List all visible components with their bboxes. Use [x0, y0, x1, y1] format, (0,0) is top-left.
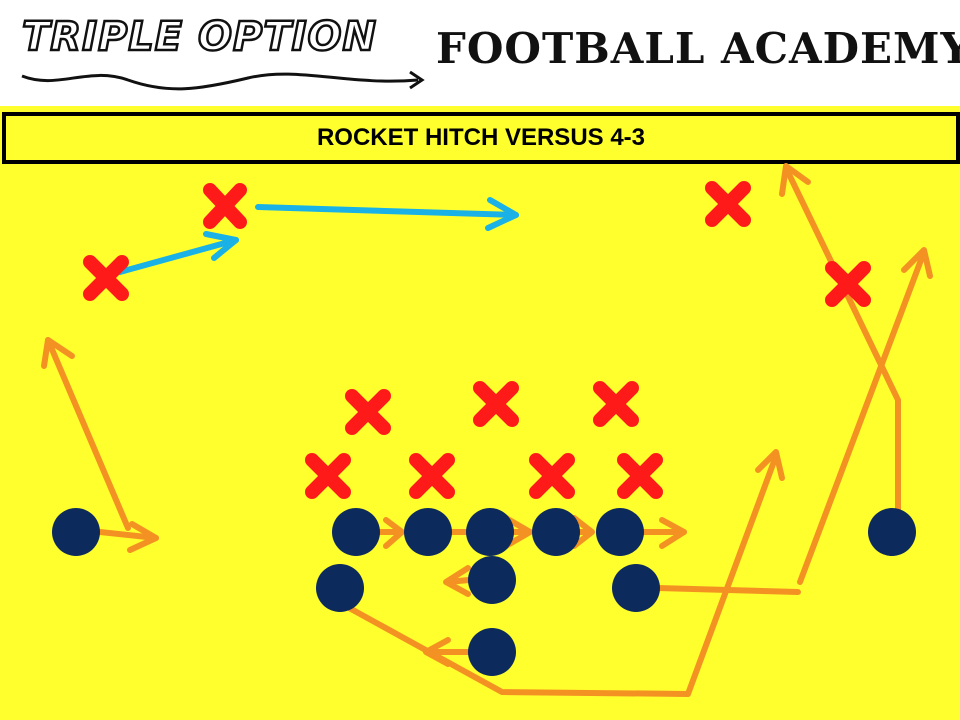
arrow-icon [127, 521, 159, 553]
circle-icon [532, 508, 580, 556]
arrow-icon [503, 515, 533, 549]
circle-icon [332, 508, 380, 556]
defense-route-corner [117, 237, 239, 275]
route-right-receiver [783, 165, 901, 525]
arrow-icon [485, 197, 519, 231]
header: TRIPLE OPTION FOOTBALL ACADEMY [0, 0, 960, 106]
circle-icon [612, 564, 660, 612]
x-mark-icon [529, 453, 575, 499]
x-mark-icon [705, 181, 751, 227]
arrow-icon [443, 565, 471, 597]
arrow-icon [901, 247, 933, 279]
brand-name: FOOTBALL ACADEMY [436, 24, 960, 73]
arrow-icon [383, 517, 405, 549]
x-mark-icon [345, 389, 391, 435]
defenders [83, 181, 871, 499]
arrow-icon [41, 337, 75, 369]
arrow-icon [755, 449, 785, 481]
offense-players [52, 508, 916, 676]
circle-icon [868, 508, 916, 556]
arrow-icon [203, 231, 239, 261]
play-title: ROCKET HITCH VERSUS 4-3 [316, 124, 646, 151]
circle-icon [316, 564, 364, 612]
circle-icon [468, 556, 516, 604]
route-left-vertical [45, 337, 131, 531]
x-mark-icon [409, 453, 455, 499]
x-mark-icon [617, 453, 663, 499]
play-title-bar: ROCKET HITCH VERSUS 4-3 [2, 112, 960, 164]
circle-icon [52, 508, 100, 556]
defense-routes [117, 197, 519, 275]
swoosh-icon [21, 70, 425, 91]
arrow-icon [659, 517, 687, 549]
arrow-icon [571, 515, 595, 549]
route-wing-cross [339, 453, 779, 697]
circle-icon [596, 508, 644, 556]
x-mark-icon [305, 453, 351, 499]
brand-script-logo: TRIPLE OPTION [21, 13, 378, 62]
route-right-post [797, 249, 927, 585]
defense-route-safety [255, 204, 519, 218]
route-left-receiver [97, 529, 159, 541]
arrow-icon [779, 163, 811, 197]
circle-icon [404, 508, 452, 556]
x-mark-icon [203, 183, 247, 229]
route-right-wing [655, 585, 801, 595]
x-mark-icon [825, 261, 871, 307]
x-mark-icon [83, 255, 129, 301]
x-mark-icon [593, 381, 639, 427]
circle-icon [468, 628, 516, 676]
x-mark-icon [473, 381, 519, 427]
circle-icon [466, 508, 514, 556]
offense-routes [41, 163, 933, 697]
